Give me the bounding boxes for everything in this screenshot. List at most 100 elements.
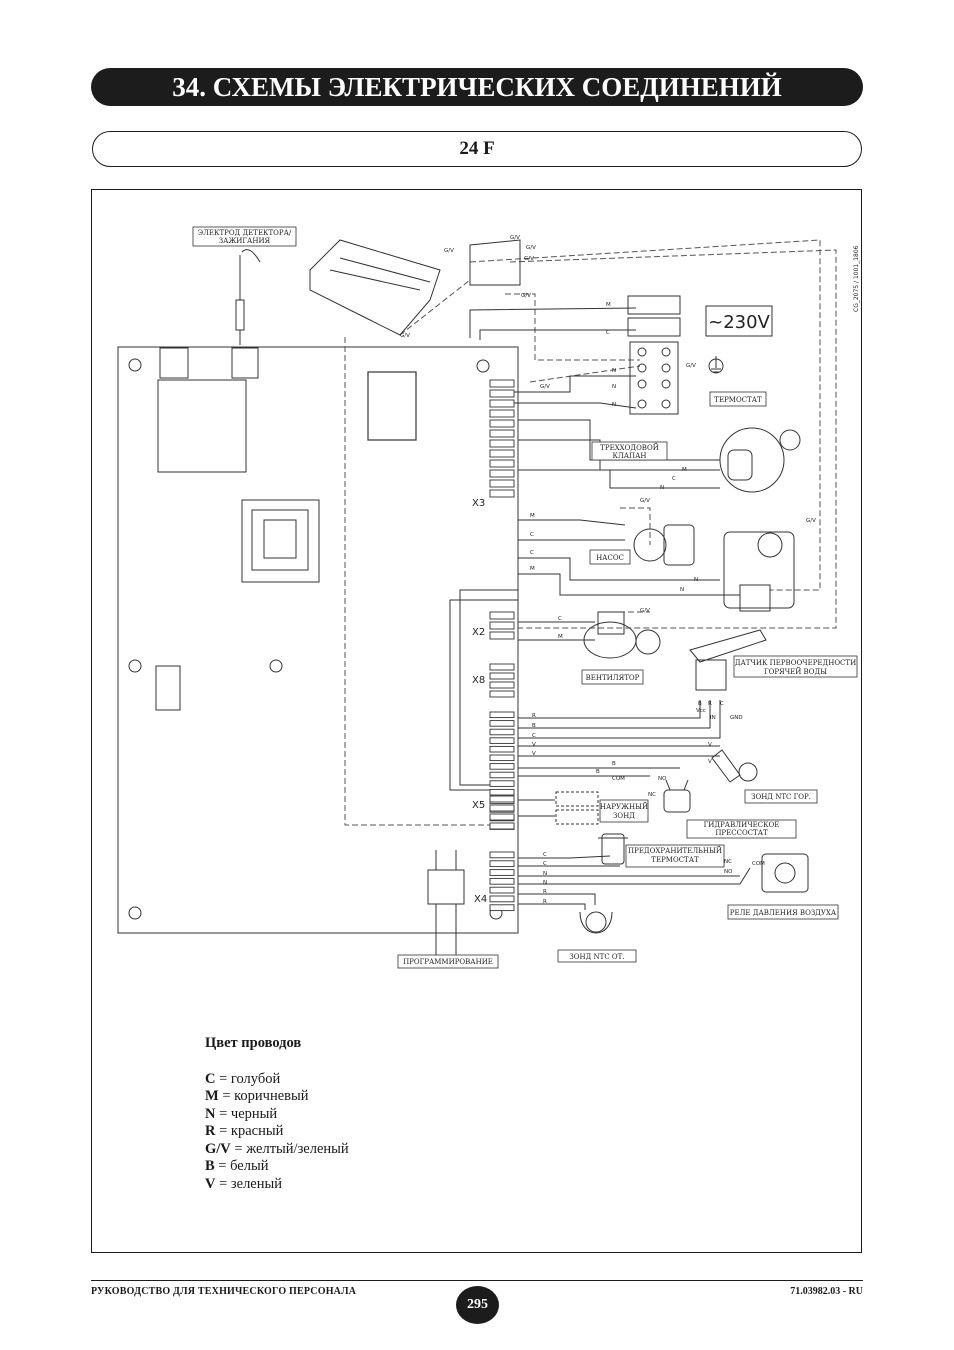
legend-item: M = коричневый xyxy=(205,1088,309,1104)
footer-manual-title: РУКОВОДСТВО ДЛЯ ТЕХНИЧЕСКОГО ПЕРСОНАЛА xyxy=(91,1286,357,1297)
pump-label: НАСОС xyxy=(596,554,624,562)
safety-label-1: ПРЕДОХРАНИТЕЛЬНЫЙ xyxy=(628,846,722,855)
outdoor-label-2: ЗОНД xyxy=(613,812,635,820)
connector-pin xyxy=(489,877,515,885)
wire-tag: N xyxy=(543,880,547,886)
wire-tag: V xyxy=(708,759,712,765)
wire-tag: N xyxy=(612,368,616,374)
diagram-frame xyxy=(91,189,862,1253)
wire-tag: M xyxy=(682,467,687,473)
fan-label: ВЕНТИЛЯТОР xyxy=(586,674,640,682)
connector-pin xyxy=(489,379,515,388)
connector-pin xyxy=(489,621,515,630)
wire-tag: M xyxy=(530,513,535,519)
valve-label-1: ТРЕХХОДОВОЙ xyxy=(600,443,659,452)
connector-pin xyxy=(489,389,515,398)
wire-tag: V xyxy=(708,742,712,748)
wire-tag: N xyxy=(612,402,616,408)
wire-tag: N xyxy=(680,587,684,593)
wire-tag: N xyxy=(694,577,698,583)
connector-pin xyxy=(489,780,515,787)
connector-pin xyxy=(489,822,515,830)
connector-x2: X2 xyxy=(472,627,485,638)
wire-tag: C xyxy=(543,852,547,858)
wire-tag: M xyxy=(558,634,563,640)
connector-x3: X3 xyxy=(472,498,485,509)
connector-pin xyxy=(489,869,515,876)
connector-pin xyxy=(489,804,515,812)
wire-tag: N xyxy=(543,871,547,877)
wire-tag: C xyxy=(530,550,534,556)
terminal-in: IN xyxy=(710,715,716,721)
terminal-nc-1: NC xyxy=(648,792,656,798)
connector-pin xyxy=(489,745,515,753)
wire-tag: C xyxy=(672,476,676,482)
model-subtitle: 24 F xyxy=(92,131,862,167)
drawing-code: CG_2075 / 1001_1806 xyxy=(853,245,860,312)
page-number: 295 xyxy=(456,1286,499,1324)
connector-pin xyxy=(489,479,515,488)
footer-divider xyxy=(91,1280,863,1281)
wire-tag: V xyxy=(532,742,536,748)
wire-tag: G/V xyxy=(400,333,410,339)
connector-pin xyxy=(489,886,515,894)
electrode-label-2: ЗАЖИГАНИЯ xyxy=(219,237,271,245)
legend-title: Цвет проводов xyxy=(205,1035,302,1051)
mains-label: ~230V xyxy=(708,312,770,333)
terminal-gnd: GND xyxy=(730,715,743,721)
connector-pin xyxy=(489,611,515,620)
wire-tag: B xyxy=(596,769,600,775)
wire-tag: G/V xyxy=(521,293,531,299)
wire-tag: C xyxy=(558,616,562,622)
connector-pin xyxy=(489,672,515,680)
legend-item: B = белый xyxy=(205,1158,269,1174)
connector-pin xyxy=(489,429,515,438)
connector-pin xyxy=(489,763,515,770)
wire-tag: G/V xyxy=(686,363,696,369)
wire-tag: R xyxy=(708,701,712,707)
connector-pin xyxy=(489,469,515,478)
connector-pin xyxy=(489,409,515,418)
wire-tag: R xyxy=(532,713,536,719)
wire-tag: R xyxy=(543,899,547,905)
wire-tag: G/V xyxy=(540,384,550,390)
wire-tag: R xyxy=(543,889,547,895)
wire-tag: B xyxy=(612,761,616,767)
wire-tag: C xyxy=(720,701,724,707)
connector-pin xyxy=(489,489,515,498)
connector-pin xyxy=(489,711,515,719)
connector-pin xyxy=(489,813,515,821)
legend-item: G/V = желтый/зеленый xyxy=(205,1140,349,1157)
programming-label: ПРОГРАММИРОВАНИЕ xyxy=(403,958,493,966)
wire-tag: C xyxy=(530,532,534,538)
wire-tag: C xyxy=(543,861,547,867)
legend-item: R = красный xyxy=(205,1123,284,1139)
hydraulic-label-1: ГИДРАВЛИЧЕСКОЕ xyxy=(704,821,780,829)
ntc-ch-label: ЗОНД NTC ОТ. xyxy=(569,953,624,961)
wire-tag: M xyxy=(530,566,535,572)
hydraulic-label-2: ПРЕССОСТАТ xyxy=(715,829,768,837)
dhw-sensor-label-1: ДАТЧИК ПЕРВООЧЕРЕДНОСТИ xyxy=(735,659,856,667)
wire-tag: C xyxy=(606,330,610,336)
legend-item: N = черный xyxy=(205,1105,278,1122)
electrode-label-1: ЭЛЕКТРОД ДЕТЕКТОРА/ xyxy=(198,229,292,237)
wire-color-legend: Цвет проводов C = голубой M = коричневый… xyxy=(205,1035,349,1193)
wire-tag: N xyxy=(612,384,616,390)
wire-tag: B xyxy=(532,723,536,729)
valve-label-2: КЛАПАН xyxy=(612,452,646,460)
legend-item: V = зеленый xyxy=(205,1175,283,1192)
terminal-no-2: NO xyxy=(724,869,733,875)
control-board xyxy=(117,346,519,934)
wire-tag: G/V xyxy=(806,518,816,524)
wire-tag: G/V xyxy=(444,248,454,254)
terminal-com-1: COM xyxy=(612,776,625,782)
dhw-sensor-label-2: ГОРЯЧЕЙ ВОДЫ xyxy=(764,667,827,676)
safety-label-2: ТЕРМОСТАТ xyxy=(651,856,699,864)
terminal-com-2: COM xyxy=(752,861,765,867)
wire-tag: N xyxy=(660,485,664,491)
terminal-no-1: NO xyxy=(658,776,667,782)
connector-x8: X8 xyxy=(472,675,485,686)
outdoor-label-1: НАРУЖНЫЙ xyxy=(600,802,648,811)
connector-pin xyxy=(489,663,515,671)
connector-pin xyxy=(489,771,515,779)
